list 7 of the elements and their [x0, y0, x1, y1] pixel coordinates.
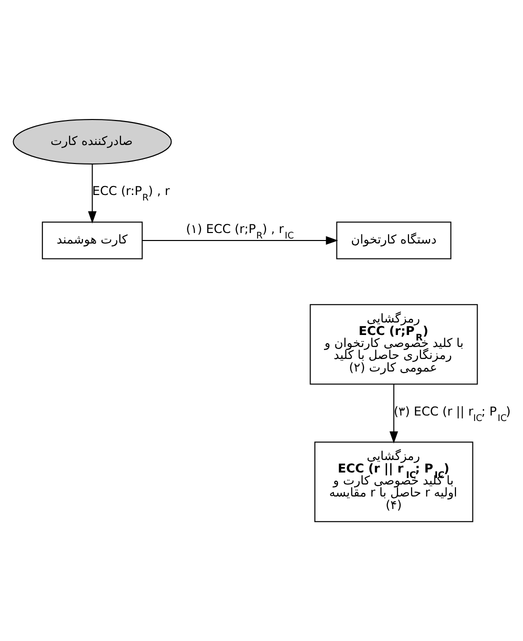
- arrow: [142, 236, 338, 245]
- arrow: [88, 164, 96, 224]
- node-box: دستگاه کارتخوان: [336, 222, 451, 260]
- node-box: کارت هوشمند: [41, 222, 142, 260]
- edge-label: ECC (r:P$_{R}$) , r: [92, 184, 170, 204]
- arrow: [389, 384, 398, 444]
- node-ellipse: صادرکننده کارت: [12, 118, 172, 164]
